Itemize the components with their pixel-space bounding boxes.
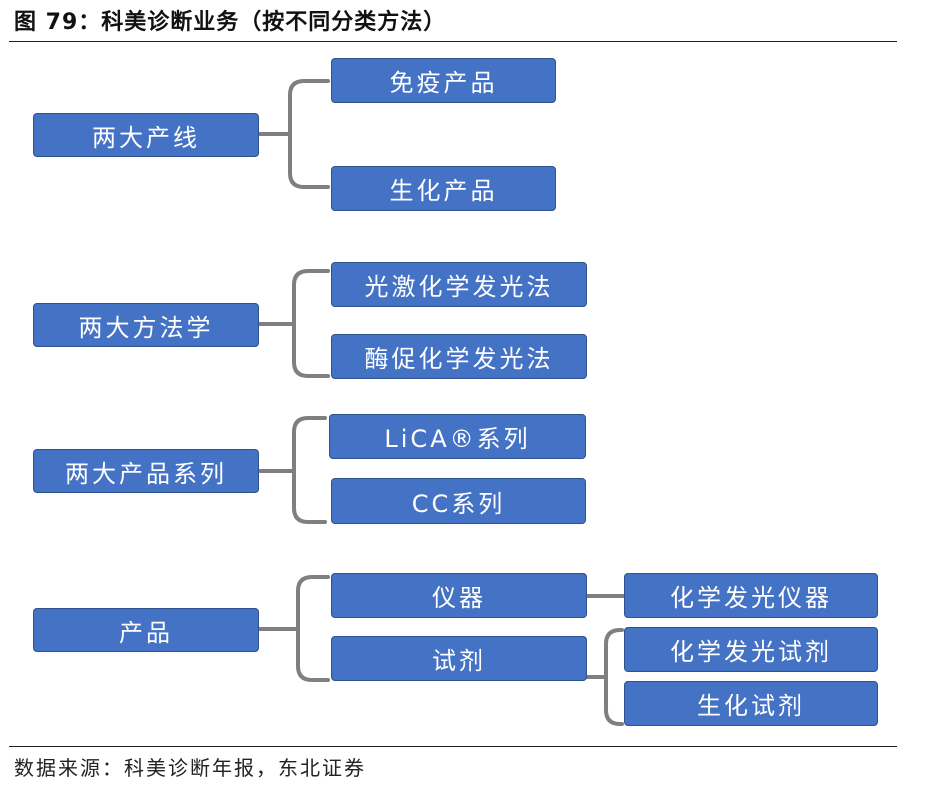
source-note: 数据来源：科美诊断年报，东北证券 <box>14 756 366 780</box>
node-biochemistry-products: 生化产品 <box>331 166 556 211</box>
node-immunoassay-products: 免疫产品 <box>331 58 556 103</box>
bracket-reagent <box>604 628 624 726</box>
figure-title: 图 79：科美诊断业务（按不同分类方法） <box>14 10 447 35</box>
bracket-group-3 <box>292 416 327 524</box>
node-two-methodologies: 两大方法学 <box>33 303 259 347</box>
node-products: 产品 <box>33 608 259 652</box>
node-two-product-lines: 两大产线 <box>33 113 259 157</box>
node-instruments: 仪器 <box>331 573 587 618</box>
node-two-product-series: 两大产品系列 <box>33 449 259 493</box>
node-reagents: 试剂 <box>331 636 587 681</box>
bracket-group-1 <box>288 79 330 189</box>
bracket-group-4 <box>296 575 330 682</box>
footer-rule <box>9 746 897 747</box>
node-light-initiated-chemiluminescence: 光激化学发光法 <box>331 262 587 307</box>
node-chemiluminescence-reagents: 化学发光试剂 <box>624 627 878 672</box>
node-cc-series: CC系列 <box>331 478 586 524</box>
node-enzymatic-chemiluminescence: 酶促化学发光法 <box>331 334 587 379</box>
node-biochemistry-reagents: 生化试剂 <box>624 681 878 726</box>
bracket-group-2 <box>292 269 330 378</box>
node-chemiluminescence-instruments: 化学发光仪器 <box>624 573 878 618</box>
node-lica-series: LiCA®系列 <box>329 414 586 459</box>
title-rule <box>9 41 897 42</box>
